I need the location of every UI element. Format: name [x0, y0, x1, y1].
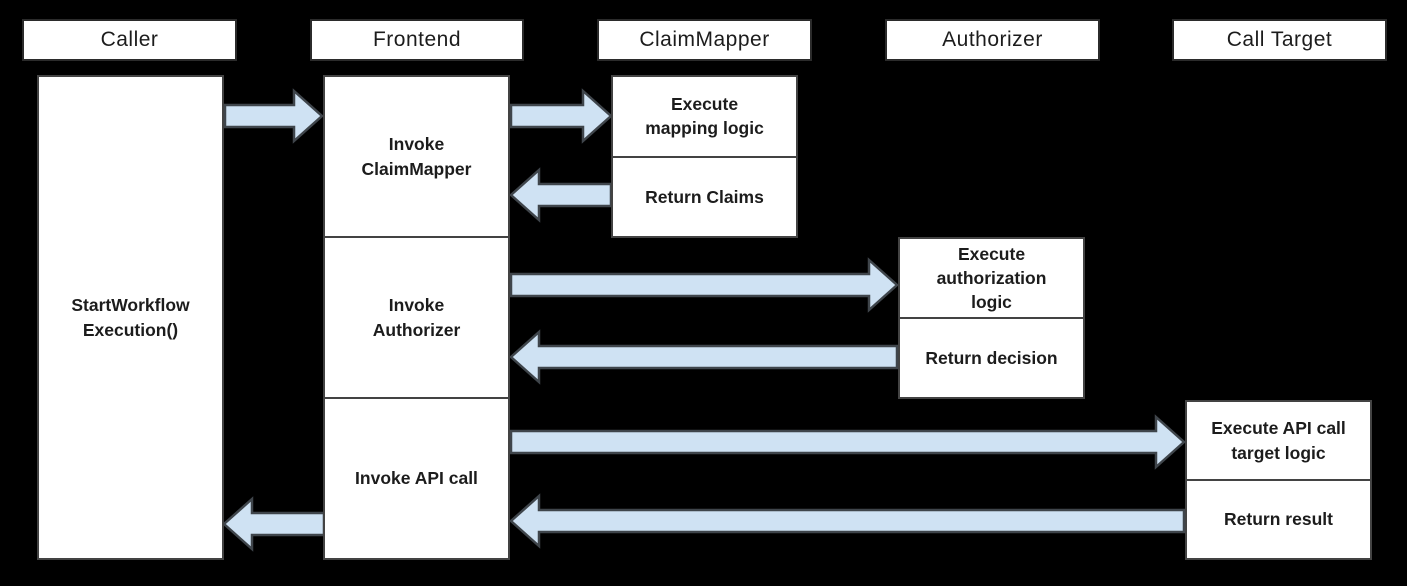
- step-return-decision: Return decision: [900, 317, 1083, 397]
- lane-header-frontend: Frontend: [310, 19, 524, 61]
- step-label-line: target logic: [1231, 442, 1326, 463]
- activation-authorizer: Execute authorization logic Return decis…: [898, 237, 1085, 399]
- arrow-frontend-to-calltarget: [509, 414, 1186, 470]
- step-label-line: Execute API call: [1211, 418, 1346, 439]
- arrow-frontend-to-authorizer: [509, 257, 899, 313]
- step-execute-authorization-logic: Execute authorization logic: [900, 239, 1083, 317]
- step-startworkflowexecution: StartWorkflow Execution(): [39, 77, 222, 558]
- arrow-claimmapper-to-frontend: [509, 167, 613, 223]
- step-label-line: Invoke API call: [355, 468, 478, 489]
- activation-caller: StartWorkflow Execution(): [37, 75, 224, 560]
- lane-header-claimmapper: ClaimMapper: [597, 19, 812, 61]
- step-label-line: ClaimMapper: [361, 158, 472, 179]
- step-label-line: Execute: [670, 94, 739, 115]
- arrow-frontend-to-claimmapper: [509, 88, 613, 144]
- step-invoke-claimmapper: Invoke ClaimMapper: [325, 77, 508, 236]
- lane-label: Call Target: [1226, 28, 1333, 51]
- step-label-line: StartWorkflow: [71, 295, 190, 316]
- activation-claimmapper: Execute mapping logic Return Claims: [611, 75, 798, 238]
- activation-frontend: Invoke ClaimMapper Invoke Authorizer Inv…: [323, 75, 510, 560]
- step-invoke-authorizer: Invoke Authorizer: [325, 236, 508, 397]
- step-return-result: Return result: [1187, 479, 1370, 558]
- step-label-line: Return result: [1224, 509, 1333, 530]
- step-return-claims: Return Claims: [613, 155, 796, 237]
- arrow-authorizer-to-frontend: [509, 329, 899, 385]
- lane-label: Caller: [100, 28, 159, 51]
- lane-header-calltarget: Call Target: [1172, 19, 1387, 61]
- step-execute-api-call-target-logic: Execute API call target logic: [1187, 402, 1370, 479]
- step-label-line: Return Claims: [645, 186, 764, 207]
- step-label-line: Execution(): [82, 319, 179, 340]
- step-label-line: Invoke: [388, 295, 445, 316]
- lane-header-authorizer: Authorizer: [885, 19, 1100, 61]
- arrow-calltarget-to-frontend: [509, 493, 1186, 549]
- step-execute-mapping-logic: Execute mapping logic: [613, 77, 796, 156]
- lane-header-caller: Caller: [22, 19, 237, 61]
- step-label-line: authorization: [936, 267, 1047, 288]
- lane-label: Authorizer: [942, 28, 1043, 51]
- arrow-caller-to-frontend: [223, 88, 324, 144]
- step-label-line: logic: [971, 292, 1012, 313]
- lane-label: Frontend: [372, 28, 462, 51]
- step-label-line: Invoke: [388, 134, 445, 155]
- arrow-frontend-to-caller: [222, 496, 326, 552]
- step-invoke-api-call: Invoke API call: [325, 397, 508, 558]
- activation-calltarget: Execute API call target logic Return res…: [1185, 400, 1372, 560]
- lane-label: ClaimMapper: [639, 28, 770, 51]
- step-label-line: Execute: [957, 243, 1026, 264]
- step-label-line: mapping logic: [645, 118, 764, 139]
- step-label-line: Authorizer: [372, 319, 461, 340]
- step-label-line: Return decision: [925, 347, 1058, 368]
